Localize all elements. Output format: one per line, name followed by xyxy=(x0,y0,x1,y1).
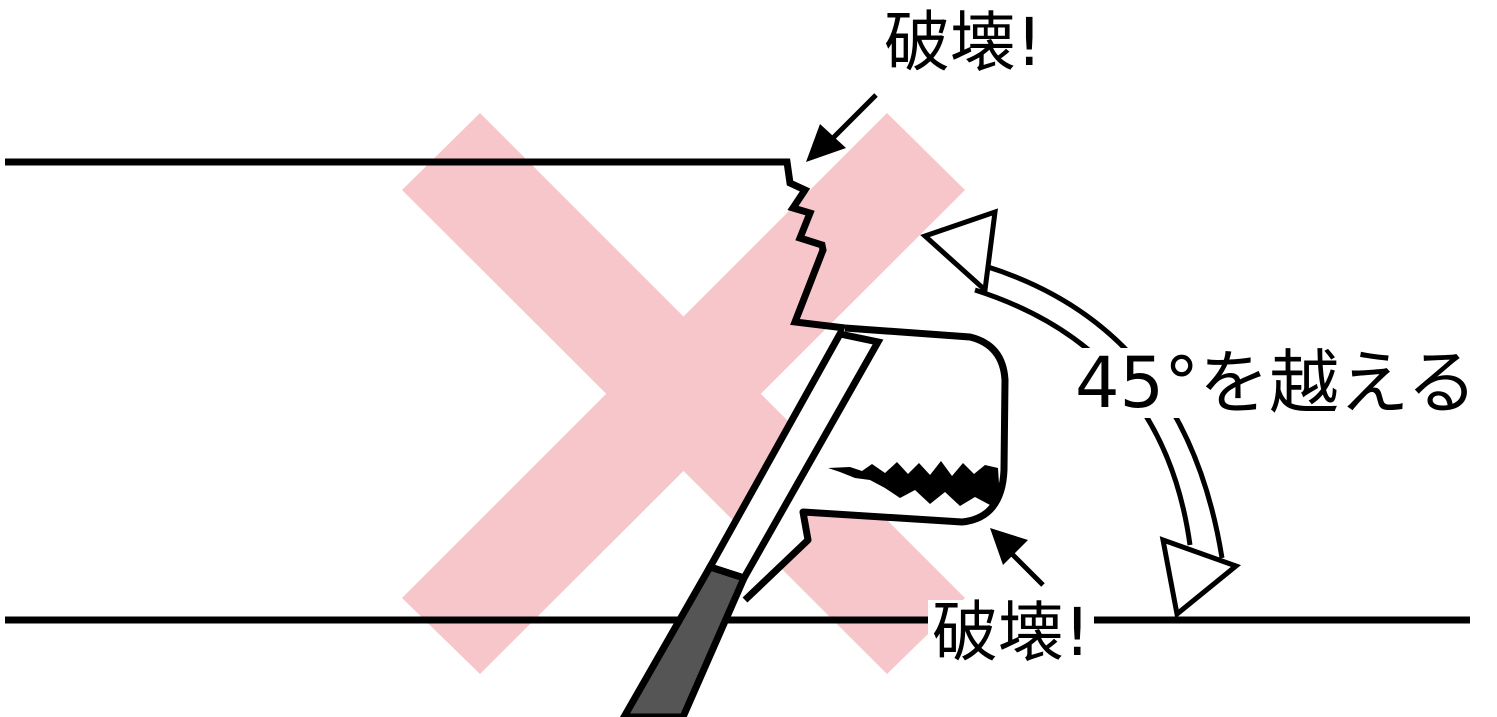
angle-arrow-head-top xyxy=(920,208,998,296)
cut-recess-outline xyxy=(742,324,1009,603)
top-break-arrow-icon xyxy=(806,93,878,162)
bottom-break-arrow-icon xyxy=(990,528,1045,587)
top-break-label: 破壊! xyxy=(884,4,1043,81)
blade-handle xyxy=(619,562,749,717)
bottom-break-label: 破壊! xyxy=(928,600,1095,666)
bottom-arrow-head xyxy=(990,528,1028,565)
angle-label: 45°を越える xyxy=(1075,342,1477,424)
top-arrow-shaft xyxy=(828,93,878,143)
upper-surface-line xyxy=(5,158,846,332)
bottom-arrow-shaft xyxy=(1008,550,1045,587)
chisel-tool xyxy=(619,324,1009,717)
angle-arrow-head-bottom xyxy=(1159,536,1242,619)
top-arrow-head xyxy=(806,124,846,162)
torn-fibers xyxy=(828,461,1000,506)
